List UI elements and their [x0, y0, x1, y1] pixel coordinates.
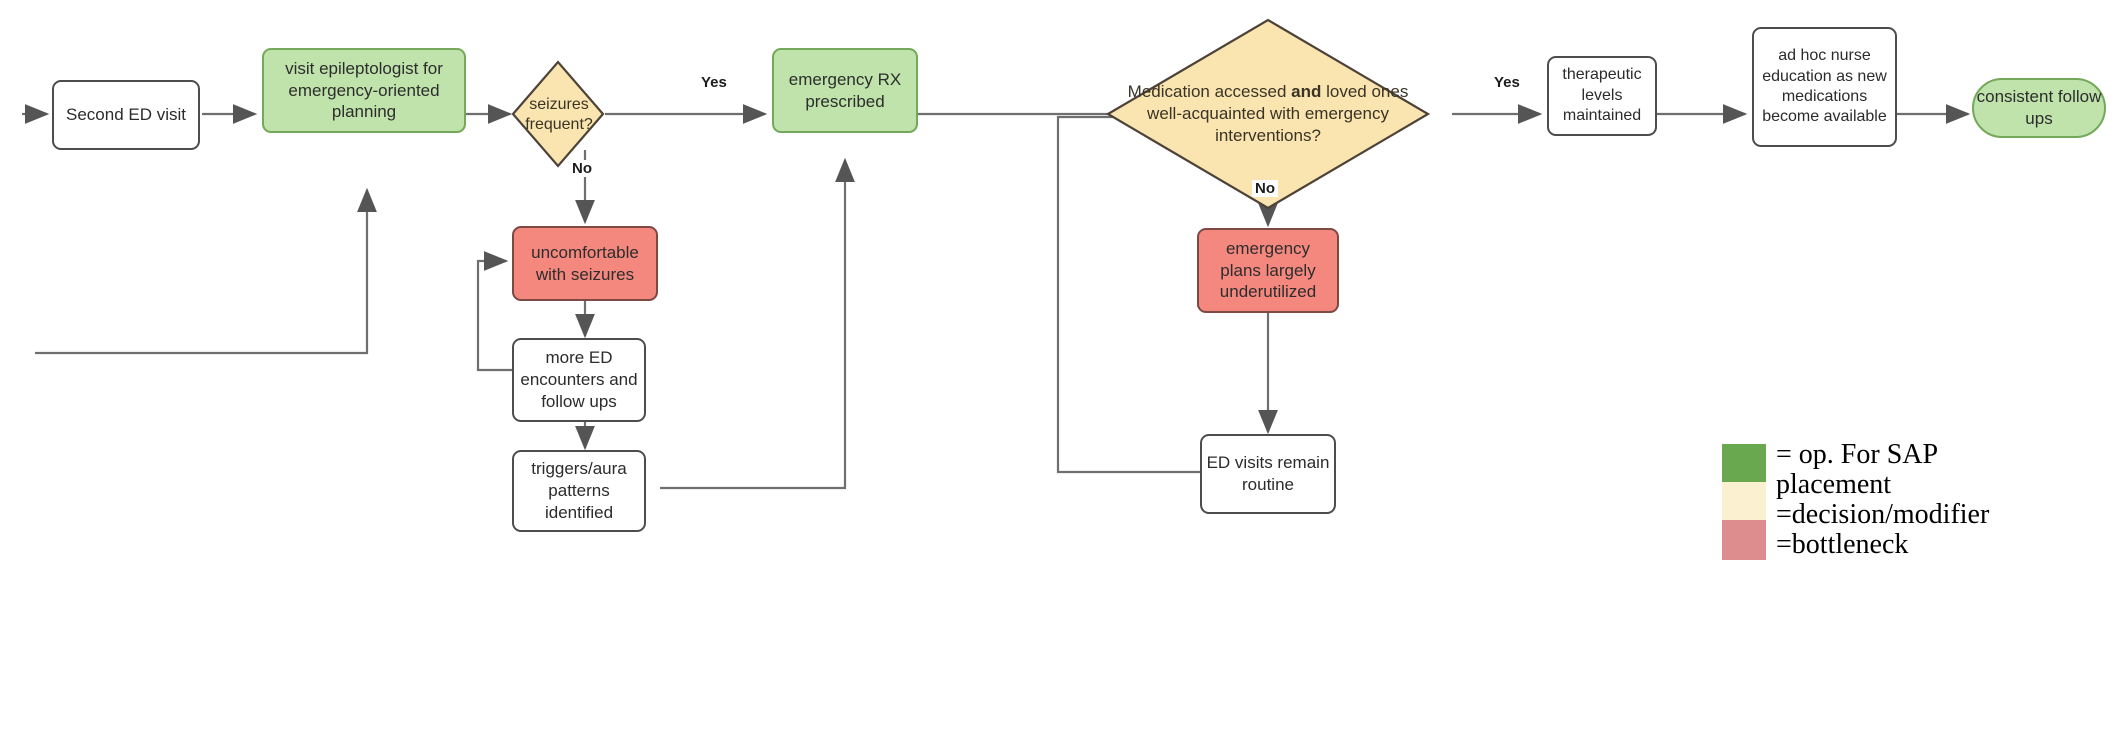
edge-label-seizures-no: No — [569, 160, 595, 177]
node-label-part-3: loved ones well-acquainted with emergenc… — [1147, 82, 1409, 145]
decision-medication-accessed[interactable] — [1105, 18, 1431, 210]
legend-line-1: = op. For SAP — [1776, 439, 1939, 470]
node-label: Second ED visit — [66, 105, 186, 125]
node-label: emergency plans largely underutilized — [1219, 238, 1317, 302]
node-label: Medication accessed and loved ones well-… — [1118, 81, 1418, 146]
node-uncomfortable-with-seizures[interactable]: uncomfortable with seizures — [512, 226, 658, 301]
node-label-part-1: Medication accessed — [1127, 82, 1292, 102]
node-label: triggers/aura patterns identified — [531, 459, 627, 522]
node-label: therapeutic levels maintained — [1562, 66, 1642, 125]
node-ed-visits-remain-routine[interactable]: ED visits remain routine — [1200, 434, 1336, 514]
node-ad-hoc-nurse-education[interactable]: ad hoc nurse education as new medication… — [1752, 27, 1897, 147]
decision-medication-accessed-label: Medication accessed and loved ones well-… — [1118, 74, 1418, 154]
legend-line-2: placement — [1776, 468, 1892, 500]
node-emergency-plans-underutilized[interactable]: emergency plans largely underutilized — [1197, 228, 1339, 313]
node-label: consistent follow ups — [1976, 87, 2102, 128]
node-label: seizures frequent? — [525, 95, 593, 133]
decision-seizures-frequent[interactable] — [511, 60, 605, 168]
node-label: visit epileptologist for emergency-orien… — [285, 58, 443, 122]
node-label: uncomfortable with seizures — [531, 242, 639, 284]
node-emergency-rx-prescribed[interactable]: emergency RX prescribed — [772, 48, 918, 133]
legend-swatch-green — [1722, 444, 1766, 482]
legend: = op. For SAP placement =decision/modifi… — [1722, 440, 2102, 574]
node-consistent-follow-ups[interactable]: consistent follow ups — [1972, 78, 2106, 138]
node-label-emphasis: and — [1291, 82, 1322, 102]
node-visit-epileptologist[interactable]: visit epileptologist for emergency-orien… — [262, 48, 466, 133]
legend-text-block: = op. For SAP placement =decision/modifi… — [1776, 440, 1989, 560]
node-second-ed-visit[interactable]: Second ED visit — [52, 80, 200, 150]
node-label: more ED encounters and follow ups — [520, 348, 638, 411]
node-more-ed-encounters[interactable]: more ED encounters and follow ups — [512, 338, 646, 422]
node-label: ED visits remain routine — [1206, 453, 1330, 494]
node-therapeutic-levels[interactable]: therapeutic levels maintained — [1547, 56, 1657, 136]
edge-label-seizures-yes: Yes — [698, 74, 730, 91]
node-label: emergency RX prescribed — [788, 69, 902, 111]
legend-line-4: =bottleneck — [1776, 528, 1909, 560]
node-label: ad hoc nurse education as new medication… — [1762, 47, 1887, 126]
legend-line-3: =decision/modifier — [1776, 498, 1990, 530]
edge-label-medication-no: No — [1252, 180, 1278, 197]
node-triggers-aura-patterns[interactable]: triggers/aura patterns identified — [512, 450, 646, 532]
edge-label-medication-yes: Yes — [1491, 74, 1523, 91]
decision-seizures-frequent-label: seizures frequent? — [506, 86, 612, 144]
legend-swatch-rose — [1722, 520, 1766, 560]
legend-swatch-cream — [1722, 482, 1766, 520]
